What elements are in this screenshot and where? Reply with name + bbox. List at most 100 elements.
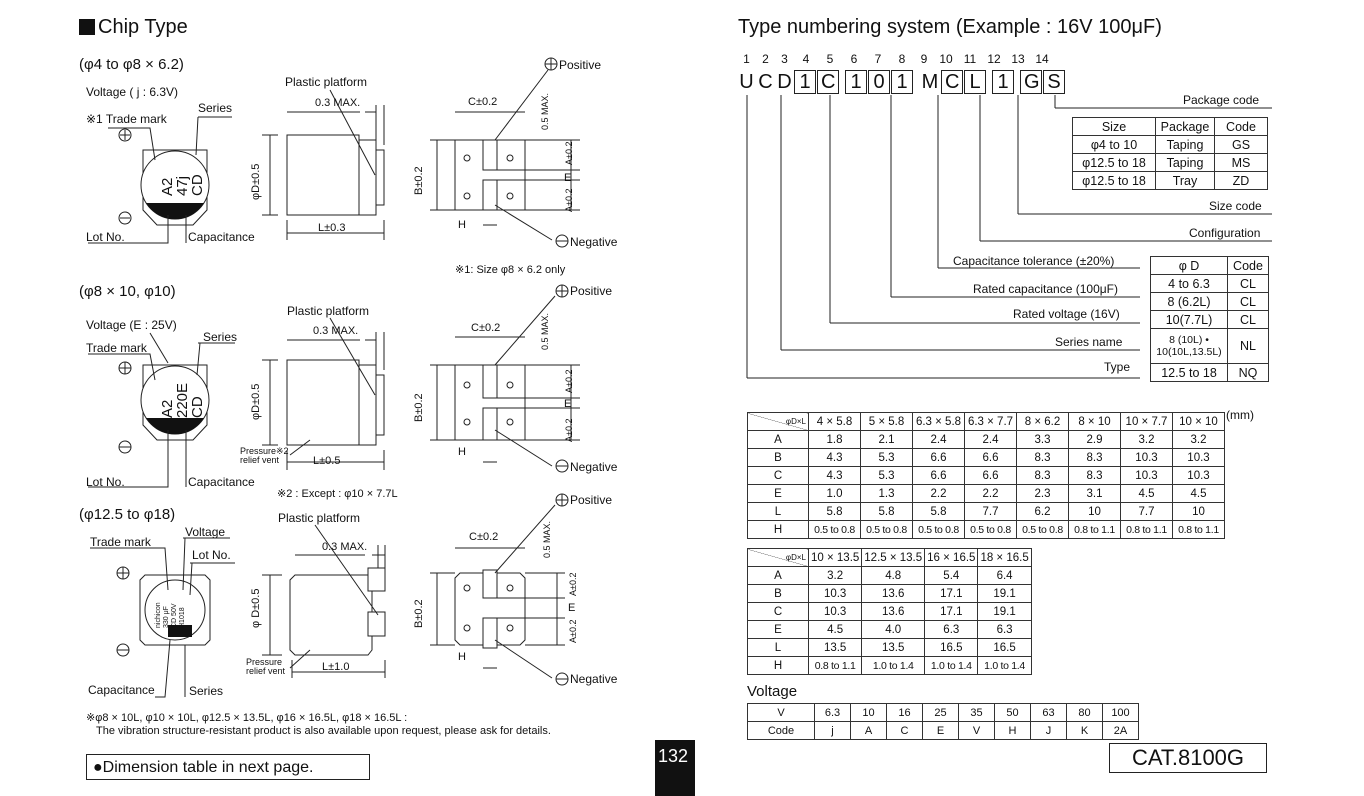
code-char-5: C xyxy=(817,70,839,94)
dim-row-label: A xyxy=(747,430,809,449)
pkg-cell: GS xyxy=(1214,135,1268,154)
s1-series-label: Series xyxy=(198,101,233,115)
footnote-line2: The vibration structure-resistant produc… xyxy=(96,725,551,737)
dim-cell: 17.1 xyxy=(924,602,979,621)
dim-cell: 4.5 xyxy=(1172,484,1225,503)
dim-cell: 1.0 to 1.4 xyxy=(924,656,979,675)
s3-capacitance-label: Capacitance xyxy=(88,683,155,697)
voltage-cell: 80 xyxy=(1066,703,1103,722)
s2-a2-label: A±0.2 xyxy=(564,418,574,442)
position-12: 12 xyxy=(987,52,1001,66)
dim-cell: 1.0 to 1.4 xyxy=(861,656,926,675)
s3-lot-label: Lot No. xyxy=(192,548,231,562)
s2-phid-label: φD±0.5 xyxy=(250,383,262,420)
dim-header-cell: 4 × 5.8 xyxy=(808,412,861,431)
dim-cell: 0.8 to 1.1 xyxy=(1120,520,1173,539)
cfg-cell: NQ xyxy=(1227,363,1269,382)
cfg-cell: 10(7.7L) xyxy=(1150,310,1228,329)
voltage-cell: E xyxy=(922,721,959,740)
s1-a2-label: A±0.2 xyxy=(564,188,574,212)
catalog-number: CAT.8100G xyxy=(1131,745,1245,770)
pkg-cell: Tray xyxy=(1155,171,1215,190)
dim-cell: 1.8 xyxy=(808,430,861,449)
s1-note: ※1: Size φ8 × 6.2 only xyxy=(455,264,566,276)
position-13: 13 xyxy=(1011,52,1025,66)
code-char-13: G xyxy=(1020,70,1042,94)
dim-header-cell: 8 × 6.2 xyxy=(1016,412,1069,431)
catalog-number-box: CAT.8100G xyxy=(1109,743,1267,773)
voltage-cell: 10 xyxy=(850,703,887,722)
dim-cell: 10.3 xyxy=(1172,466,1225,485)
dim-cell: 6.3 xyxy=(977,620,1032,639)
s2-marking: A2 220E CD xyxy=(159,383,206,418)
dim-cell: 6.4 xyxy=(977,566,1032,585)
s3-voltage-label: Voltage xyxy=(185,525,226,539)
dim-cell: 0.8 to 1.1 xyxy=(1068,520,1121,539)
s1-marking-val: 47j xyxy=(174,175,191,196)
dim-cell: 8.3 xyxy=(1016,448,1069,467)
dim-header-cell: 5 × 5.8 xyxy=(860,412,913,431)
s2-l-label: L±0.5 xyxy=(313,455,341,467)
code-char-14: S xyxy=(1043,70,1065,94)
s1-platform-label: Plastic platform xyxy=(285,75,368,89)
voltage-row-label: Code xyxy=(747,721,815,740)
dim-cell: 6.6 xyxy=(964,466,1017,485)
voltage-cell: 35 xyxy=(958,703,995,722)
s1-trademark-label: ※1 Trade mark xyxy=(86,112,167,126)
position-5: 5 xyxy=(826,52,834,66)
dim-cell: 4.5 xyxy=(807,620,863,639)
pkg-cell: Taping xyxy=(1155,135,1215,154)
dim-cell: 3.2 xyxy=(1172,430,1225,449)
dim-cell: 0.8 to 1.1 xyxy=(1172,520,1225,539)
dim-row-label: B xyxy=(747,584,809,603)
dim-row-label: L xyxy=(747,638,809,657)
code-char-4: 1 xyxy=(794,70,816,94)
dim-cell: 3.3 xyxy=(1016,430,1069,449)
dim-cell: 4.3 xyxy=(808,466,861,485)
cfg-cell: 8 (10L) • 10(10L,13.5L) xyxy=(1150,328,1228,364)
dim-cell: 0.5 to 0.8 xyxy=(912,520,965,539)
position-1: 1 xyxy=(743,52,750,66)
voltage-cell: H xyxy=(994,721,1031,740)
pkg-header-size: Size xyxy=(1072,117,1156,136)
dim-header-cell: 16 × 16.5 xyxy=(924,548,979,567)
s2-trademark-label: Trade mark xyxy=(86,341,147,355)
position-3: 3 xyxy=(781,52,788,66)
dim-cell: 6.6 xyxy=(912,448,965,467)
dim-cell: 16.5 xyxy=(977,638,1032,657)
voltage-row-label: V xyxy=(747,703,815,722)
section1-heading: (φ4 to φ8 × 6.2) xyxy=(79,56,184,73)
dim-cell: 3.1 xyxy=(1068,484,1121,503)
dim-cell: 0.8 to 1.1 xyxy=(807,656,863,675)
voltage-cell: 6.3 xyxy=(814,703,851,722)
label-size-code: Size code xyxy=(1209,199,1262,213)
code-char-10: C xyxy=(941,70,963,94)
dim-header-cell: 6.3 × 5.8 xyxy=(912,412,965,431)
dim-cell: 7.7 xyxy=(964,502,1017,521)
dim-cell: 2.2 xyxy=(964,484,1017,503)
s3-marking-cd: CD 50V xyxy=(171,603,178,628)
dim-row-label: C xyxy=(747,602,809,621)
dim-cell: 5.3 xyxy=(860,448,913,467)
s2-max2-label: 0.5 MAX. xyxy=(540,312,550,350)
dim-cell: 13.6 xyxy=(861,584,926,603)
s3-platform-label: Plastic platform xyxy=(278,511,361,525)
pkg-header-code: Code xyxy=(1214,117,1268,136)
s1-marking-a2: A2 xyxy=(159,177,176,196)
dim-row-label: C xyxy=(747,466,809,485)
dim-cell: 6.2 xyxy=(1016,502,1069,521)
page-title-left: Chip Type xyxy=(98,16,188,38)
voltage-cell: 25 xyxy=(922,703,959,722)
s1-a-label: A±0.2 xyxy=(564,141,574,165)
dim-row-label: E xyxy=(747,484,809,503)
s2-series-label: Series xyxy=(203,330,238,344)
dim-cell: 5.8 xyxy=(860,502,913,521)
s3-relief-label: relief vent xyxy=(246,666,286,676)
